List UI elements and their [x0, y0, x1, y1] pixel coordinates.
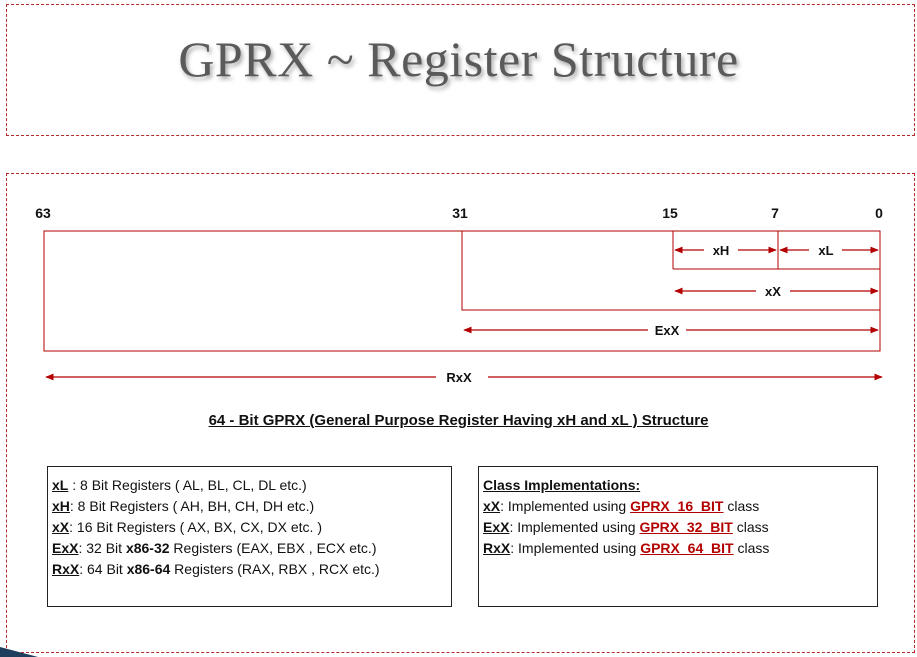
- implementation-box: Class Implementations: xX: Implemented u…: [478, 466, 878, 607]
- xh-label: xH: [713, 243, 730, 258]
- legend-row-exx: ExX: 32 Bit x86-32 Registers (EAX, EBX ,…: [52, 538, 447, 559]
- diagram-frame: [6, 173, 915, 653]
- impl-text: : Implemented using: [509, 519, 640, 535]
- xx-label: xX: [765, 284, 781, 299]
- legend-name: xL: [52, 477, 69, 493]
- bit-label-15: 15: [662, 205, 678, 221]
- legend-box: xL : 8 Bit Registers ( AL, BL, CL, DL et…: [47, 466, 452, 607]
- bit-label-63: 63: [35, 205, 51, 221]
- legend-arch: x86-32: [125, 540, 170, 556]
- implementation-heading: Class Implementations:: [483, 477, 641, 493]
- rxx-label: RxX: [446, 370, 472, 385]
- register-box-32: [461, 230, 881, 311]
- bit-label-0: 0: [875, 205, 883, 221]
- legend-name: ExX: [52, 540, 79, 556]
- legend-text: : 8 Bit Registers ( AH, BH, CH, DH etc.): [69, 498, 315, 514]
- legend-text: : 8 Bit Registers ( AL, BL, CL, DL etc.): [68, 477, 307, 493]
- legend-row-xl: xL : 8 Bit Registers ( AL, BL, CL, DL et…: [52, 475, 447, 496]
- impl-class-name: GPRX_64_BIT: [640, 540, 734, 556]
- legend-text: Registers (RAX, RBX , RCX etc.): [170, 561, 380, 577]
- legend-row-xh: xH: 8 Bit Registers ( AH, BH, CH, DH etc…: [52, 496, 447, 517]
- diagram-caption: 64 - Bit GPRX (General Purpose Register …: [208, 412, 709, 429]
- title-frame: [6, 4, 915, 136]
- impl-text: class: [723, 498, 760, 514]
- impl-name: ExX: [483, 519, 510, 535]
- legend-text: : 32 Bit: [78, 540, 126, 556]
- legend-text: : 64 Bit: [79, 561, 127, 577]
- impl-text: class: [733, 540, 770, 556]
- legend-row-rxx: RxX: 64 Bit x86-64 Registers (RAX, RBX ,…: [52, 559, 447, 580]
- legend-name: xX: [52, 519, 70, 535]
- impl-text: class: [732, 519, 769, 535]
- impl-name: xX: [483, 498, 501, 514]
- legend-name: xH: [52, 498, 70, 514]
- legend-row-xx: xX: 16 Bit Registers ( AX, BX, CX, DX et…: [52, 517, 447, 538]
- legend-arch: x86-64: [126, 561, 171, 577]
- page-title: GPRX ~ Register Structure: [178, 31, 739, 87]
- impl-class-name: GPRX_32_BIT: [639, 519, 733, 535]
- slide-corner-decoration: [0, 647, 38, 657]
- impl-row-rxx: RxX: Implemented using GPRX_64_BIT class: [483, 538, 873, 559]
- impl-class-name: GPRX_16_BIT: [630, 498, 724, 514]
- impl-row-xx: xX: Implemented using GPRX_16_BIT class: [483, 496, 873, 517]
- xl-label: xL: [818, 243, 833, 258]
- exx-label: ExX: [655, 323, 680, 338]
- legend-text: : 16 Bit Registers ( AX, BX, CX, DX etc.…: [69, 519, 322, 535]
- bit-label-31: 31: [452, 205, 468, 221]
- impl-text: : Implemented using: [510, 540, 641, 556]
- impl-text: : Implemented using: [500, 498, 631, 514]
- bit-label-7: 7: [771, 205, 779, 221]
- legend-text: Registers (EAX, EBX , ECX etc.): [169, 540, 377, 556]
- impl-name: RxX: [483, 540, 511, 556]
- impl-row-exx: ExX: Implemented using GPRX_32_BIT class: [483, 517, 873, 538]
- legend-name: RxX: [52, 561, 80, 577]
